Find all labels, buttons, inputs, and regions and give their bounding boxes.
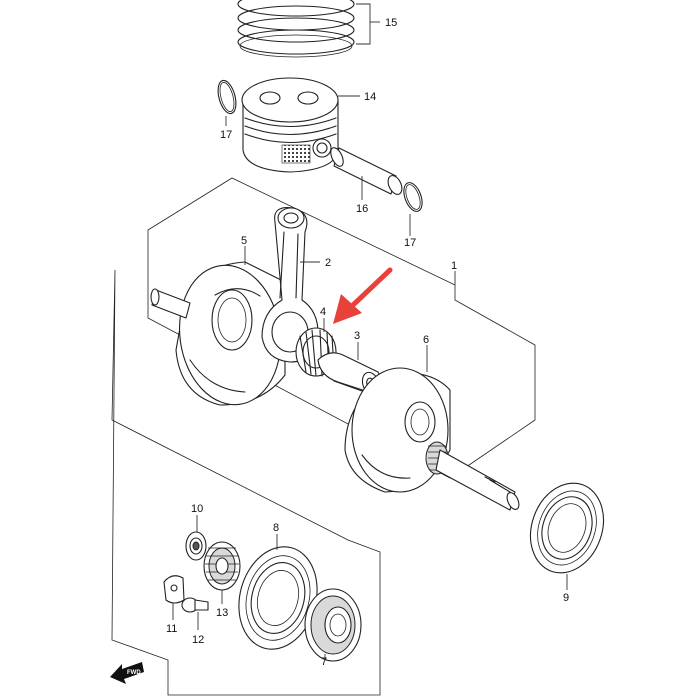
left-crank-web [150,261,286,406]
callout-14: 14 [364,91,376,103]
callout-7: 7 [321,656,327,668]
piston-pin [330,147,403,195]
callout-16: 16 [356,203,368,215]
bearing-right [529,482,605,574]
callout-8: 8 [273,522,279,534]
bearing-left [238,546,318,650]
callout-17-left: 17 [220,129,232,141]
callout-17-right: 17 [404,237,416,249]
fwd-label: FWD [127,670,141,676]
highlight-arrow [333,267,393,324]
callout-3: 3 [354,330,360,342]
right-crank-web [344,367,520,511]
callout-6: 6 [423,334,429,346]
callout-1: 1 [451,260,457,272]
circlip-right [403,182,423,212]
lower-parts-outline [111,269,381,696]
leader-lines [172,3,568,660]
connecting-rod [261,207,319,363]
small-gear [203,541,241,591]
oil-seal [185,531,207,561]
fwd-arrow-icon: FWD [110,662,144,684]
callout-9: 9 [563,592,569,604]
piston-rings [237,0,355,58]
lock-washer [163,575,185,604]
callout-4: 4 [320,306,326,318]
callout-11: 11 [166,623,177,635]
callout-labels: 15 14 17 16 17 5 2 1 4 3 6 10 8 13 11 12… [166,17,569,668]
piston [241,77,339,173]
callout-15: 15 [385,17,397,29]
callout-2: 2 [325,257,331,269]
circlip-left [217,79,237,115]
callout-13: 13 [216,607,228,619]
callout-5: 5 [241,235,247,247]
timing-gear [304,588,362,662]
callout-12: 12 [192,634,204,646]
bolt [181,597,209,613]
callout-10: 10 [191,503,203,515]
